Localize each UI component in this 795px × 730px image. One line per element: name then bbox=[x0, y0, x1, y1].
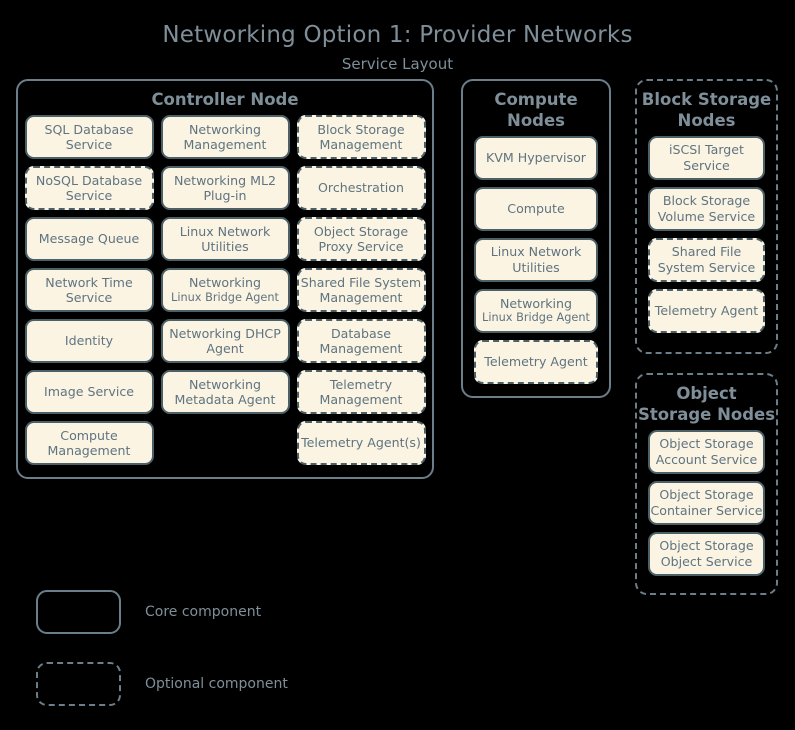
service-box[interactable]: Linux Network Utilities bbox=[160, 217, 290, 262]
group-title-object-storage-nodes: Object Storage Nodes bbox=[637, 384, 776, 425]
service-box[interactable]: Message Queue bbox=[24, 217, 154, 262]
controller-service-grid: SQL Database Service Networking Managemen… bbox=[18, 115, 432, 475]
service-box-label: Message Queue bbox=[38, 231, 140, 247]
service-box-label: Object Storage Account Service bbox=[655, 436, 758, 467]
service-box-label: Networking ML2 Plug-in bbox=[174, 172, 276, 204]
service-box[interactable]: Orchestration bbox=[296, 166, 426, 211]
service-box-label: Image Service bbox=[44, 384, 134, 400]
service-box-label: Telemetry Agent bbox=[484, 354, 588, 369]
service-box-label: iSCSI Target Service bbox=[669, 142, 744, 173]
service-box[interactable]: Shared File System Service bbox=[648, 237, 765, 282]
service-box[interactable]: Networking ML2 Plug-in bbox=[160, 166, 290, 211]
service-box-label: Shared File System Service bbox=[657, 244, 756, 275]
service-box[interactable]: Block Storage Management bbox=[296, 115, 426, 160]
service-box[interactable]: Telemetry Agent bbox=[474, 339, 598, 384]
page-subtitle: Service Layout bbox=[341, 55, 454, 74]
service-box-label: Linux Network Utilities bbox=[179, 223, 271, 255]
service-box-label: Networking bbox=[188, 275, 262, 291]
service-box[interactable]: Object Storage Account Service bbox=[648, 429, 765, 474]
service-box[interactable]: Object Storage Container Service bbox=[648, 480, 765, 525]
group-block-storage-nodes: Block Storage Nodes iSCSI Target Service… bbox=[635, 79, 778, 355]
page-title: Networking Option 1: Provider Networks bbox=[162, 22, 633, 48]
service-box-label: Object Storage Container Service bbox=[650, 487, 763, 518]
service-box[interactable]: Object Storage Object Service bbox=[648, 531, 765, 576]
service-box-label: Network Time Service bbox=[45, 274, 133, 306]
service-box-label: Shared File System Management bbox=[300, 274, 422, 306]
group-object-storage-nodes: Object Storage Nodes Object Storage Acco… bbox=[635, 373, 778, 596]
service-box[interactable]: Networking Metadata Agent bbox=[160, 370, 290, 415]
service-box-label: Networking DHCP Agent bbox=[169, 325, 281, 357]
service-box-sublabel: Linux Bridge Agent bbox=[482, 311, 590, 325]
legend-row: Core component bbox=[36, 586, 288, 638]
service-box-label: Object Storage Object Service bbox=[659, 538, 754, 569]
service-box[interactable]: Compute Management bbox=[24, 421, 154, 466]
legend-row: Optional component bbox=[36, 658, 288, 710]
group-title-block-storage-nodes: Block Storage Nodes bbox=[641, 90, 772, 131]
service-box[interactable]: Telemetry Management bbox=[296, 370, 426, 415]
service-box-label: Compute Management bbox=[47, 427, 131, 459]
service-box[interactable]: Telemetry Agent(s) bbox=[296, 421, 426, 466]
service-box-label: NoSQL Database Service bbox=[35, 172, 143, 204]
service-box-label: Networking Metadata Agent bbox=[174, 376, 276, 408]
service-box-label: Database Management bbox=[319, 325, 403, 357]
grid-spacer bbox=[161, 421, 290, 465]
service-box[interactable]: Block Storage Volume Service bbox=[648, 186, 765, 231]
service-box[interactable]: SQL Database Service bbox=[24, 115, 154, 160]
service-box-label: Linux Network Utilities bbox=[490, 244, 582, 275]
service-box-label: Block Storage Volume Service bbox=[657, 193, 756, 224]
service-box[interactable]: Telemetry Agent bbox=[648, 288, 765, 333]
service-box-label: SQL Database Service bbox=[44, 121, 134, 153]
service-box-label: Networking Management bbox=[183, 121, 267, 153]
service-box-label: Telemetry Agent bbox=[654, 303, 759, 318]
service-box[interactable]: Linux Network Utilities bbox=[474, 237, 598, 282]
group-title-controller-node: Controller Node bbox=[151, 90, 299, 110]
group-title-compute-nodes: Compute Nodes bbox=[494, 90, 578, 131]
service-box[interactable]: Shared File System Management bbox=[296, 268, 426, 313]
service-box[interactable]: Database Management bbox=[296, 319, 426, 364]
legend-swatch-solid bbox=[36, 590, 121, 635]
service-box-label: Compute bbox=[507, 201, 565, 216]
service-box-label: Block Storage Management bbox=[317, 121, 405, 153]
service-box[interactable]: Networking DHCP Agent bbox=[160, 319, 290, 364]
service-box-label: KVM Hypervisor bbox=[486, 150, 586, 165]
service-box[interactable]: iSCSI Target Service bbox=[648, 135, 765, 180]
legend-label: Optional component bbox=[145, 676, 288, 693]
diagram-header: Networking Option 1: Provider Networks S… bbox=[0, 0, 795, 73]
legend-label: Core component bbox=[145, 604, 262, 621]
service-box[interactable]: KVM Hypervisor bbox=[474, 135, 598, 180]
service-box-label: Orchestration bbox=[318, 180, 404, 196]
service-box[interactable]: Image Service bbox=[24, 370, 154, 415]
service-box-label: Telemetry Management bbox=[319, 376, 403, 408]
service-box[interactable]: Object Storage Proxy Service bbox=[296, 217, 426, 262]
service-box-label: Networking bbox=[499, 296, 573, 312]
legend-swatch-dashed bbox=[36, 662, 121, 707]
service-box[interactable]: Compute bbox=[474, 186, 598, 231]
service-box[interactable]: Identity bbox=[24, 319, 154, 364]
service-box[interactable]: Networking Management bbox=[160, 115, 290, 160]
service-box[interactable]: Network Time Service bbox=[24, 268, 154, 313]
service-box-label: Telemetry Agent(s) bbox=[301, 435, 421, 451]
service-box[interactable]: NoSQL Database Service bbox=[24, 166, 154, 211]
service-box-sublabel: Linux Bridge Agent bbox=[171, 290, 279, 304]
service-box-label: Identity bbox=[64, 333, 114, 349]
service-box-label: Object Storage Proxy Service bbox=[313, 223, 409, 255]
